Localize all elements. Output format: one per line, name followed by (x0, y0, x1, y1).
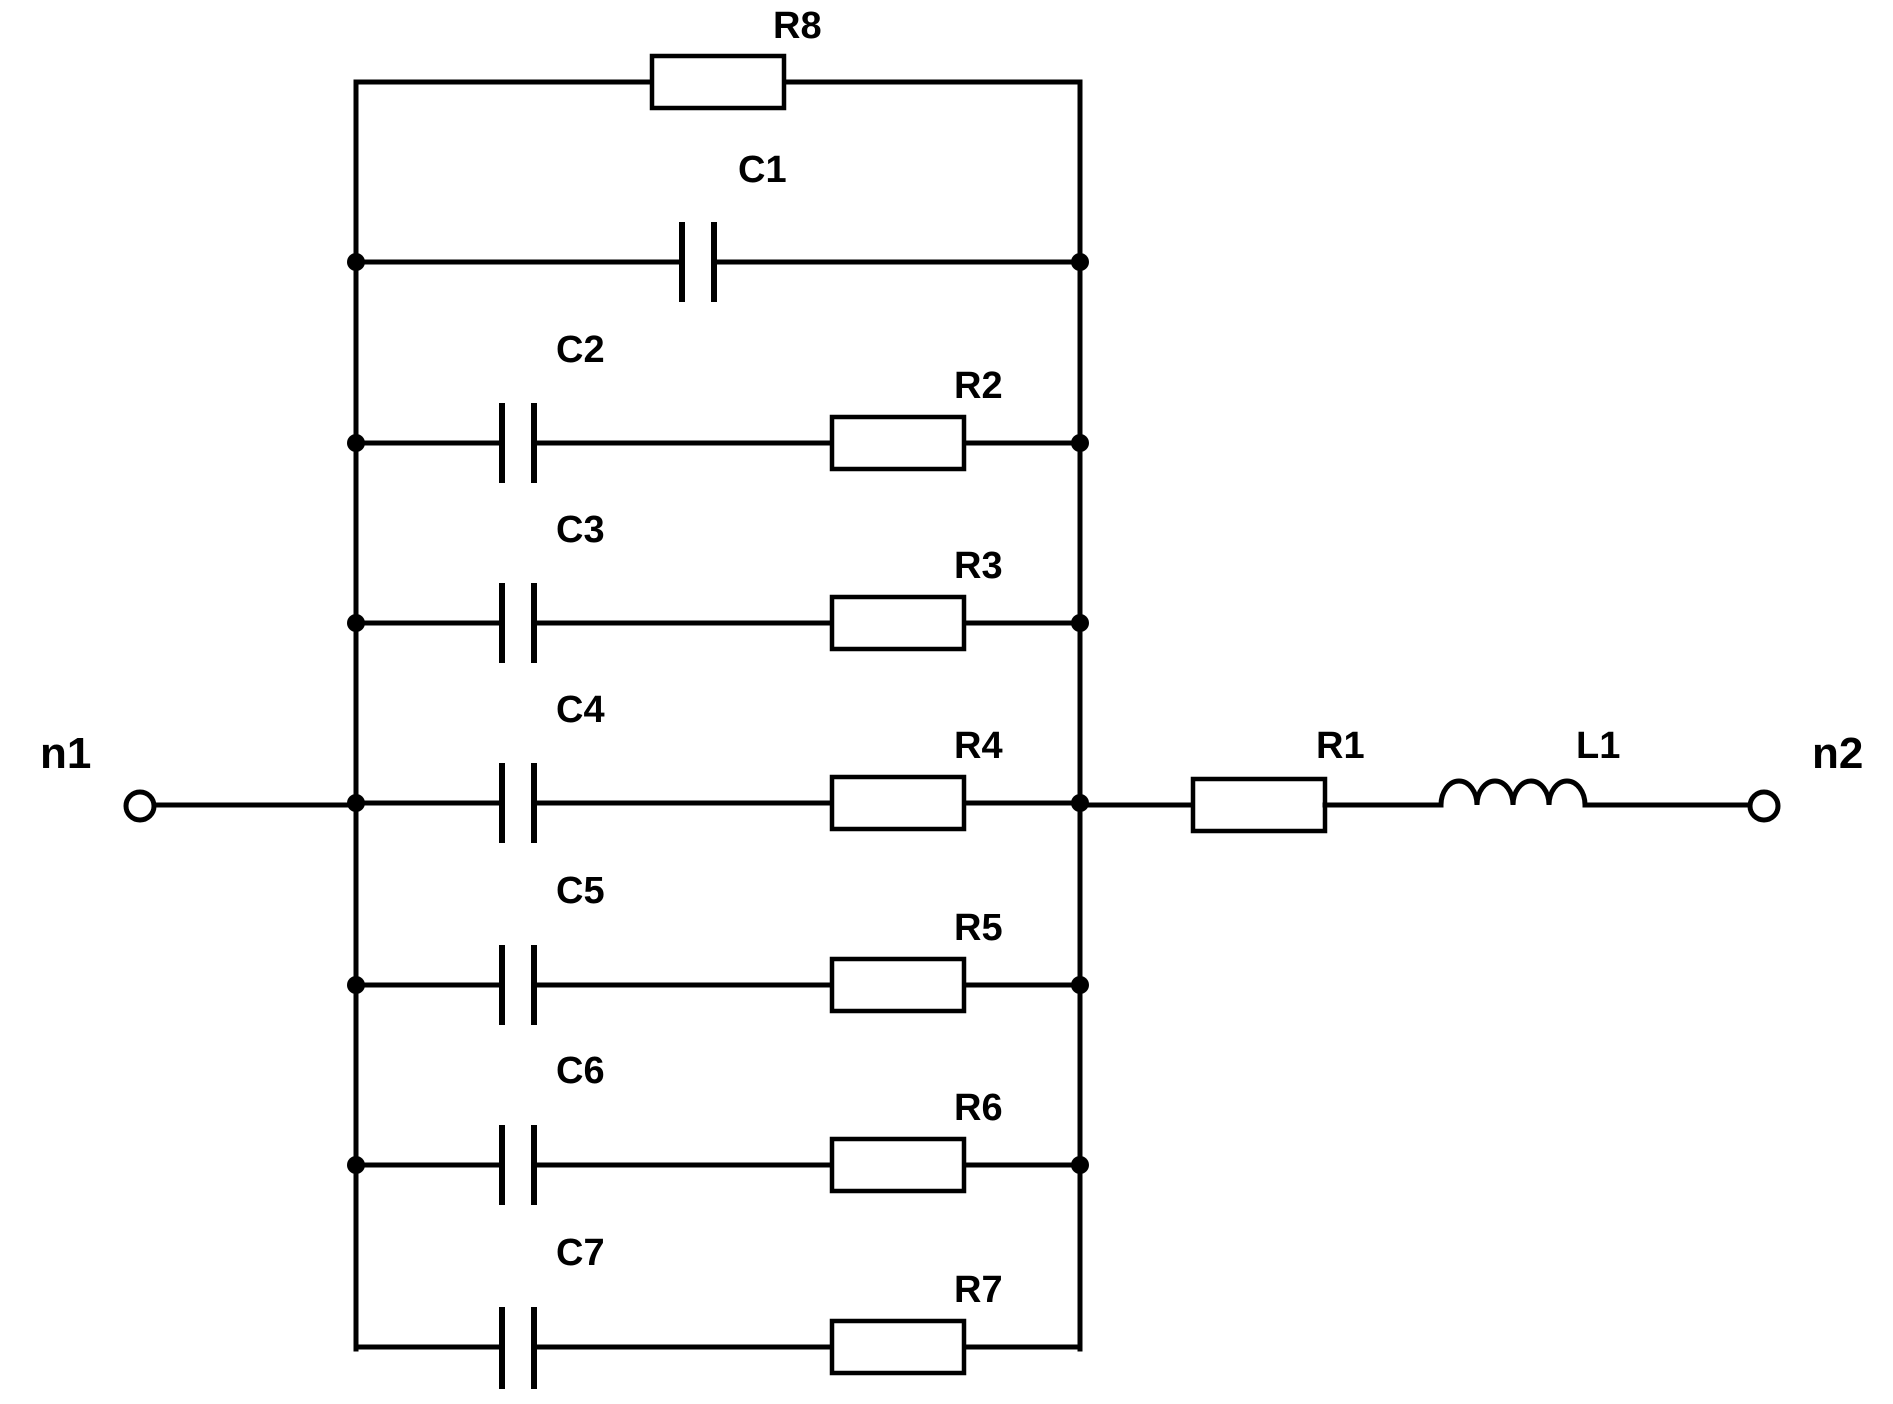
capacitor-c2-label: C2 (556, 329, 605, 371)
resistor-r2-label: R2 (954, 365, 1003, 407)
right-lead: R1 L1 n2 (1077, 725, 1863, 834)
junction-dot (1071, 434, 1089, 452)
junction-dot (1071, 253, 1089, 271)
resistor-r4-label: R4 (954, 725, 1003, 767)
resistor-r7-label: R7 (954, 1269, 1003, 1311)
branch-c7-r7: C7 R7 (353, 1232, 1083, 1389)
terminal-n1 (123, 789, 157, 823)
resistor-r8-label: R8 (773, 5, 822, 47)
resistor-r2 (829, 414, 967, 472)
resistor-r7 (829, 1318, 967, 1376)
branch-c2-r2: C2 R2 (347, 329, 1089, 483)
branch-c5-r5: C5 R5 (347, 870, 1089, 1025)
capacitor-c3-label: C3 (556, 509, 605, 551)
resistor-r1-label: R1 (1316, 725, 1365, 767)
branch-c6-r6: C6 R6 (347, 1050, 1089, 1205)
resistor-r5-label: R5 (954, 907, 1003, 949)
junction-dot (347, 253, 365, 271)
branch-r8: R8 (353, 5, 1083, 111)
branch-c3-r3: C3 R3 (347, 509, 1089, 663)
capacitor-c4-label: C4 (556, 689, 605, 731)
junction-dot (347, 976, 365, 994)
resistor-r5 (829, 956, 967, 1014)
capacitor-c6-label: C6 (556, 1050, 605, 1092)
terminal-n2-label: n2 (1812, 729, 1863, 778)
resistor-r1 (1190, 776, 1328, 834)
capacitor-c1-label: C1 (738, 149, 787, 191)
inductor-l1-label: L1 (1576, 725, 1620, 767)
branch-c1: C1 (347, 149, 1089, 302)
junction-dot (347, 614, 365, 632)
resistor-r6-label: R6 (954, 1087, 1003, 1129)
junction-dot (1071, 614, 1089, 632)
resistor-r3 (829, 594, 967, 652)
junction-dot (1071, 1156, 1089, 1174)
junction-dot (1071, 976, 1089, 994)
branch-c4-r4: C4 R4 (347, 689, 1089, 843)
capacitor-c5-label: C5 (556, 870, 605, 912)
resistor-r3-label: R3 (954, 545, 1003, 587)
terminal-n2 (1747, 789, 1781, 823)
inductor-l1 (1438, 778, 1588, 808)
resistor-r8 (649, 53, 787, 111)
left-lead: n1 (40, 729, 359, 823)
terminal-n1-label: n1 (40, 729, 91, 778)
junction-dot (347, 434, 365, 452)
capacitor-c7-label: C7 (556, 1232, 605, 1274)
resistor-r6 (829, 1136, 967, 1194)
resistor-r4 (829, 774, 967, 832)
junction-dot (347, 1156, 365, 1174)
